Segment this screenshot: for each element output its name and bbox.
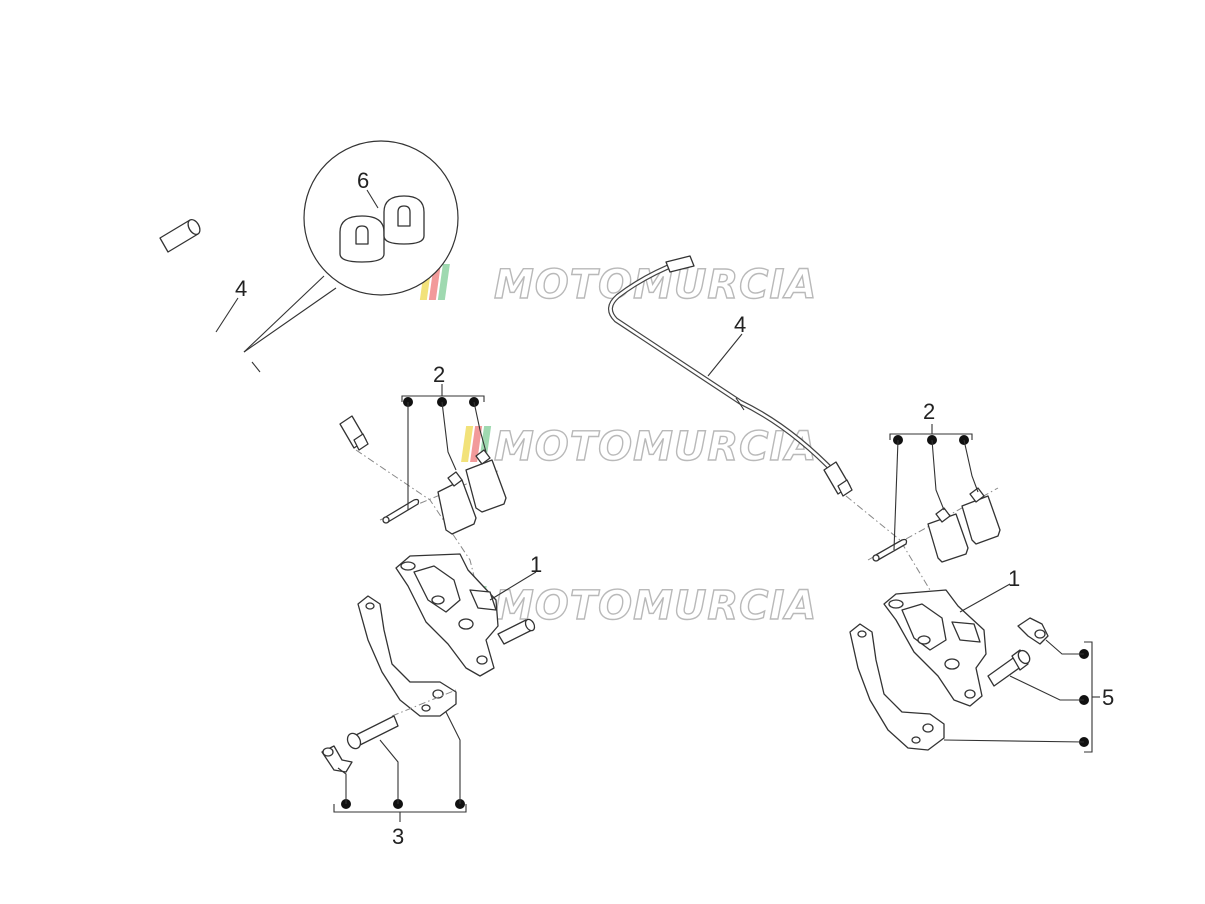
left-hose-leader: [215, 297, 239, 333]
left-brake-caliper: [395, 553, 536, 677]
hose-clip-detail: 6: [243, 140, 459, 353]
left-pad-inner: [437, 471, 477, 535]
left-hose-axis: [355, 449, 481, 601]
callout-hose-clip: 6: [357, 168, 369, 193]
left-pads-bracket: 2: [401, 362, 487, 510]
callout-right-caliper: 1: [1008, 566, 1020, 591]
left-caliper-leader: [489, 571, 537, 601]
callout-right-hose: 4: [734, 312, 746, 337]
right-hose-leader: [707, 333, 743, 377]
left-brake-pads: [379, 449, 507, 535]
watermark-text-middle: MOTOMURCIA: [494, 424, 817, 470]
left-bracket-axis: [391, 689, 457, 717]
left-hose-bottom-fitting: [339, 415, 369, 451]
right-caliper-leader: [959, 583, 1011, 613]
callout-left-caliper: 1: [530, 552, 542, 577]
callout-right-fittings: 5: [1102, 685, 1114, 710]
right-hose-bottom-fitting: [823, 461, 853, 497]
left-caliper-bracket: [357, 595, 457, 717]
right-caliper-bracket: [849, 623, 945, 751]
watermark-top: MOTOMURCIA: [419, 261, 817, 309]
left-hose-top-fitting: [159, 218, 201, 253]
watermark-text-bottom: MOTOMURCIA: [494, 583, 817, 629]
left-mounting-bolt: [346, 715, 399, 750]
left-brake-hose: [119, 218, 369, 451]
right-brake-hose: [608, 255, 853, 497]
left-bolt-clip: [321, 745, 353, 773]
right-brake-caliper: [883, 589, 987, 707]
right-bolt-clip: [1017, 617, 1049, 645]
callout-left-hose: 4: [235, 276, 247, 301]
right-pad-outer: [961, 487, 1001, 545]
left-pad-pin: [382, 498, 420, 524]
callout-left-fittings: 3: [392, 824, 404, 849]
left-pad-outer: [465, 449, 507, 513]
right-mounting-bolt: [987, 649, 1031, 687]
callout-right-pads: 2: [923, 399, 935, 424]
left-fittings-bracket: 3: [333, 711, 467, 849]
callout-left-pads: 2: [433, 362, 445, 387]
right-pad-inner: [927, 507, 969, 563]
right-fittings-bracket: 5: [943, 639, 1114, 753]
left-caliper-bolt: [497, 618, 536, 645]
right-hose-top-fitting: [665, 255, 695, 273]
right-hose-axis: [845, 495, 931, 591]
watermark-text-top: MOTOMURCIA: [494, 262, 817, 308]
right-brake-pads: [867, 487, 1001, 563]
right-pad-pin: [872, 538, 908, 562]
right-pads-bracket: 2: [889, 399, 979, 551]
hose-clip-icon: [339, 195, 425, 263]
watermark-bottom: MOTOMURCIA: [456, 582, 817, 630]
watermark-middle: MOTOMURCIA: [461, 423, 817, 471]
